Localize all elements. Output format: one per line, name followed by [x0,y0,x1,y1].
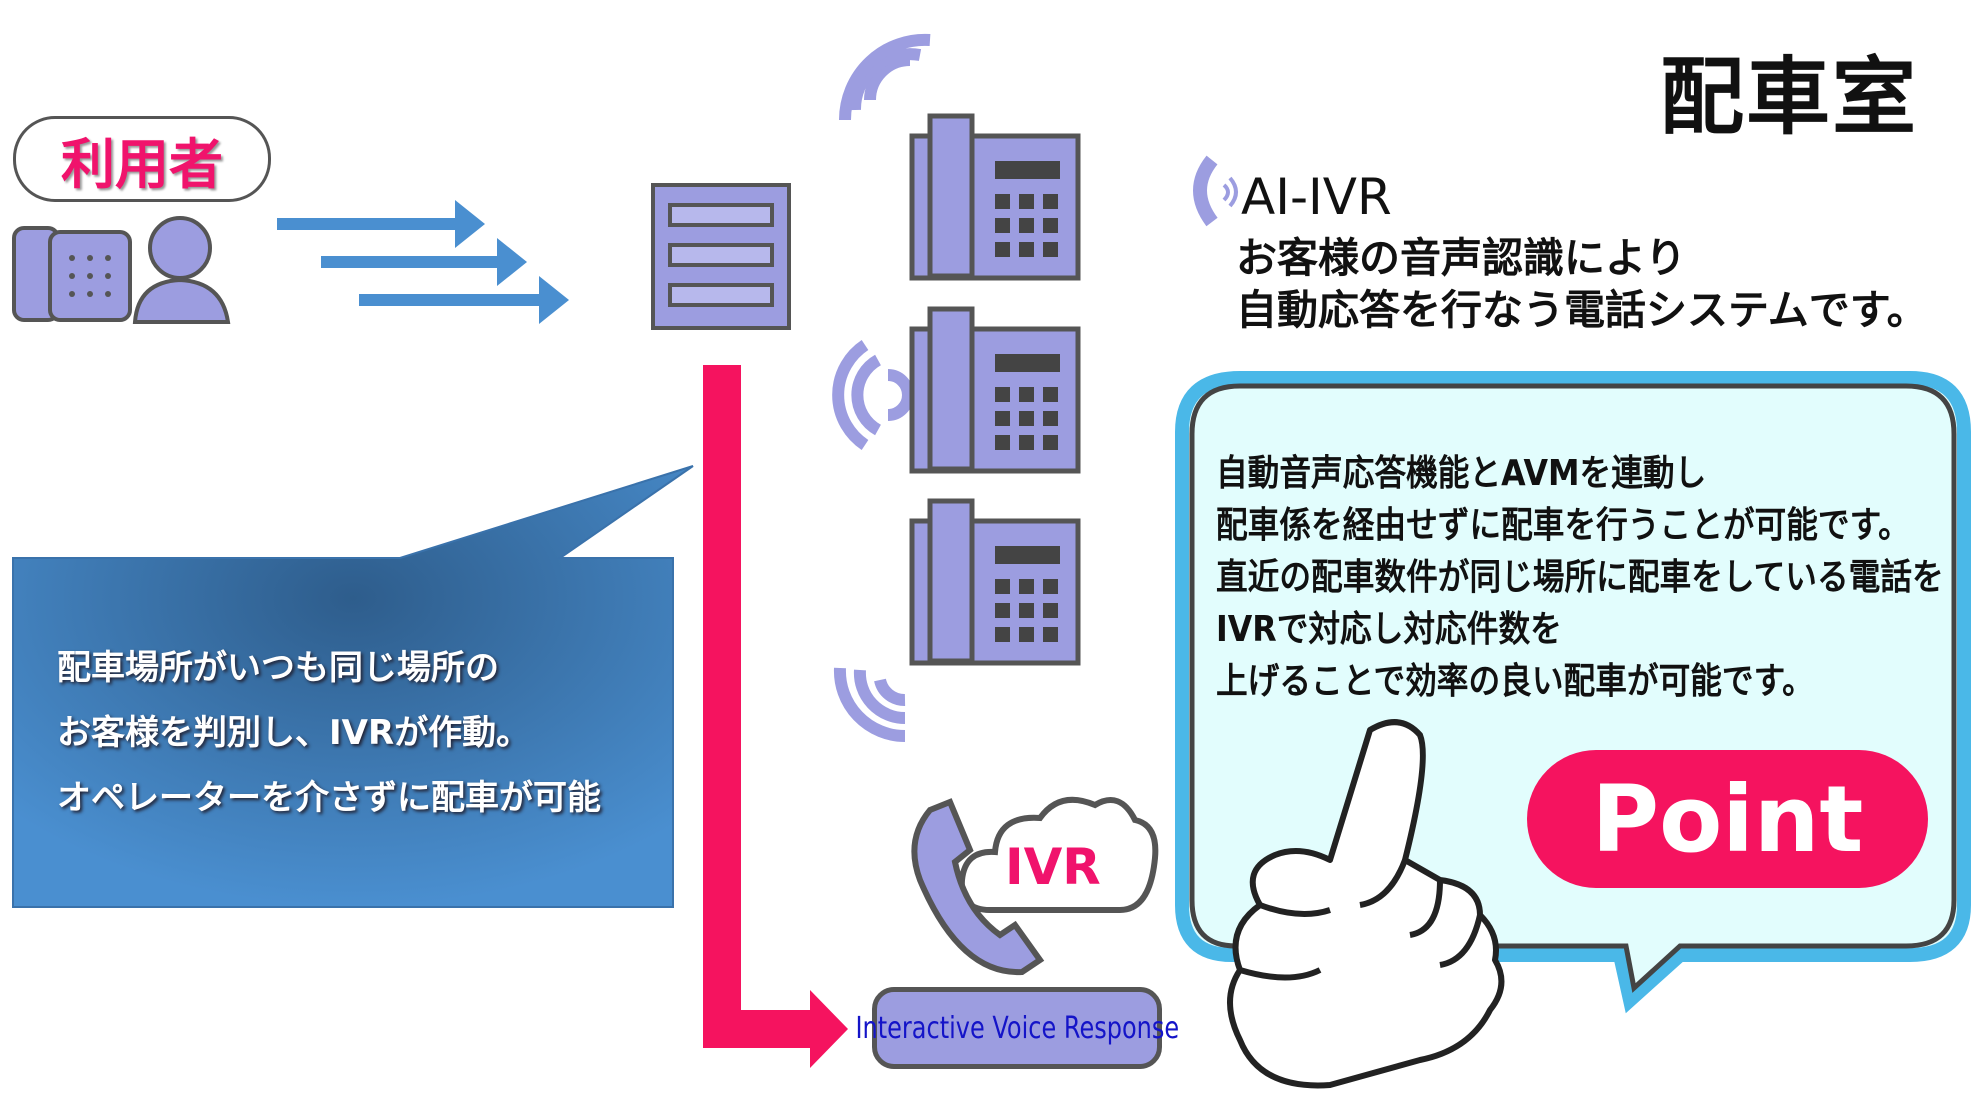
ai-ivr-line: お客様の音声認識により [1236,234,1687,282]
callout-line: お客様を判別し、IVRが作動。 [57,713,531,753]
user-label: 利用者 [13,116,271,202]
person-icon [132,216,231,324]
desk-phone-icon [12,226,132,322]
callout-line: 配車場所がいつも同じ場所の [57,648,499,688]
bubble-line: 配車係を経由せずに配車を行うことが可能です。 [1216,505,1910,546]
bubble-text: 自動音声応答機能とAVMを連動し 配車係を経由せずに配車を行うことが可能です。 … [1216,448,1944,708]
ivr-cloud-label: IVR [1005,838,1101,896]
routing-arrow [703,365,848,1068]
point-badge: Point [1527,750,1928,888]
phone-handset-icon [911,798,1045,976]
callout-line: オペレーターを介さずに配車が可能 [57,778,601,818]
ivr-cloud-icon [958,796,1159,913]
voice-wave-icon [1193,155,1238,227]
pointing-hand-icon [1227,719,1505,1089]
server-icon [651,183,791,330]
info-callout [12,465,694,908]
signal-wave-icon [832,340,914,450]
ai-ivr-description: お客様の音声認識により 自動応答を行なう電話システムです。 [1236,232,1928,336]
ivr-label-pill: Interactive Voice Response [855,987,1179,1069]
ai-ivr-line: 自動応答を行なう電話システムです。 [1236,286,1928,334]
bubble-line: 自動音声応答機能とAVMを連動し [1216,453,1707,494]
office-phone-icon [909,306,1081,474]
bubble-line: 直近の配車数件が同じ場所に配車をしている電話を [1216,557,1944,598]
page-title: 配車室 [1660,48,1919,146]
office-phone-icon [909,498,1081,666]
office-phone-icon [909,113,1081,281]
callout-text: 配車場所がいつも同じ場所の お客様を判別し、IVRが作動。 オペレーターを介さず… [57,636,601,831]
ivr-pill-text: Interactive Voice Response [855,1010,1179,1046]
ai-ivr-title: AI-IVR [1241,168,1392,226]
bubble-line: IVRで対応し対応件数を [1216,609,1562,650]
bubble-line: 上げることで効率の良い配車が可能です。 [1216,661,1814,702]
incoming-call-arrows [277,200,569,324]
signal-wave-icon [833,667,906,743]
signal-wave-icon [838,33,931,121]
